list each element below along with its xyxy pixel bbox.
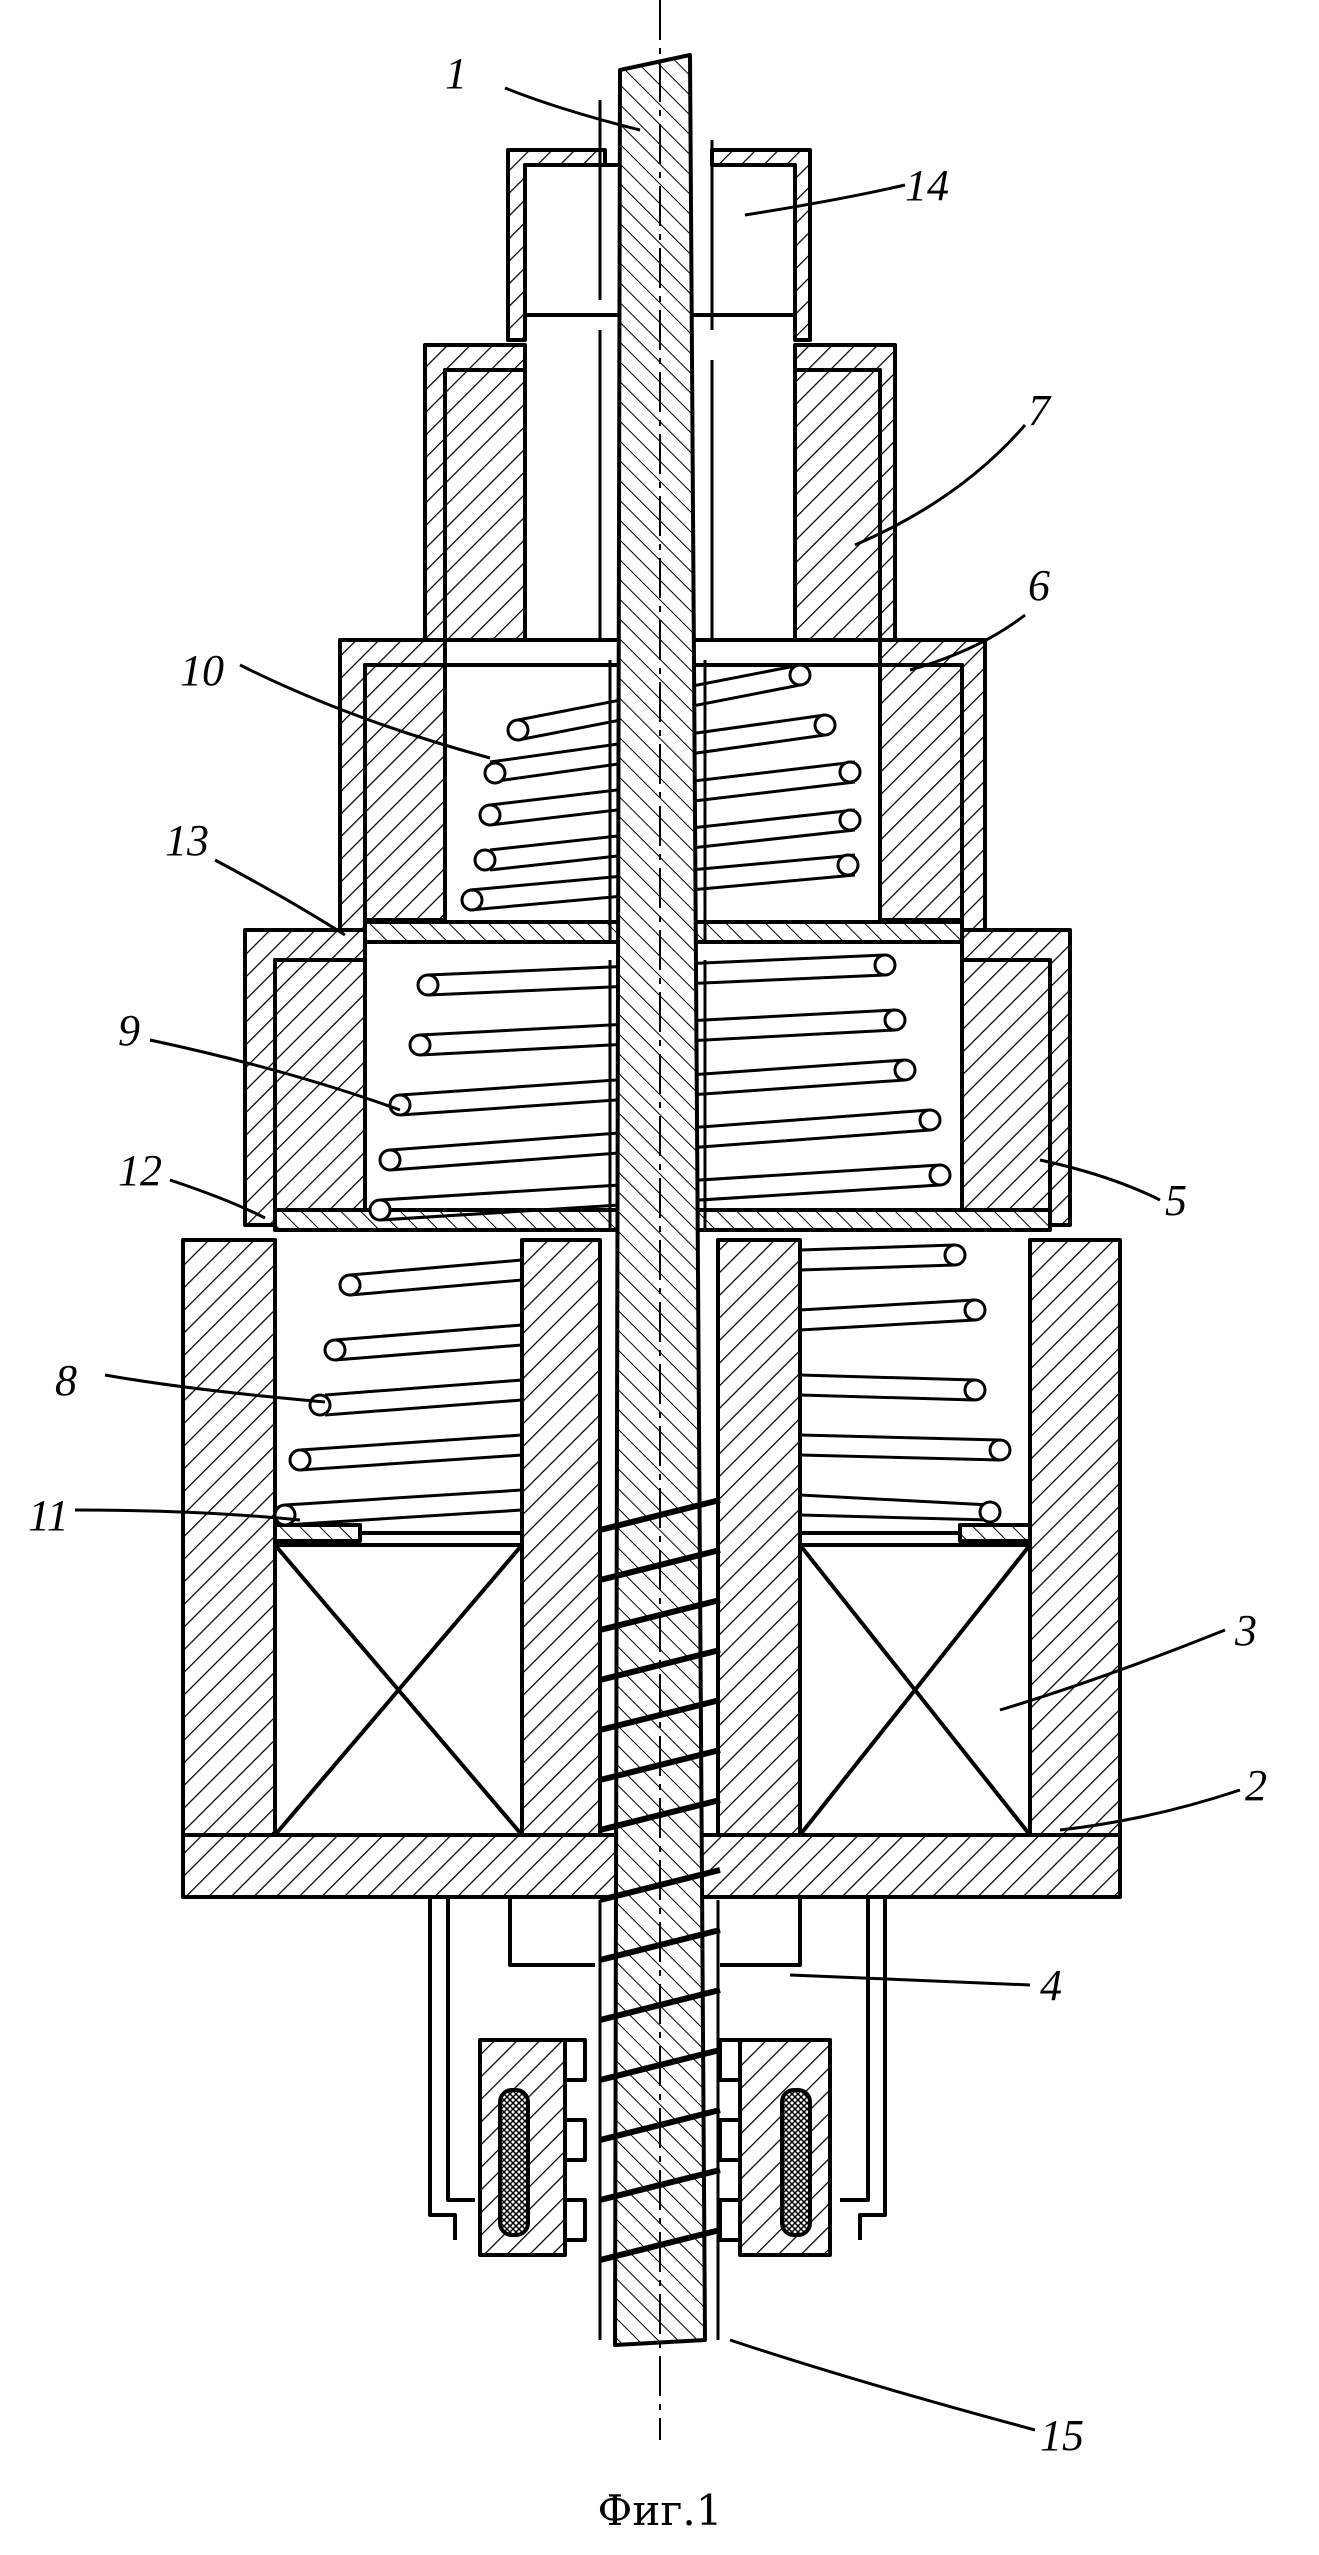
label-8: 8 bbox=[55, 1356, 77, 1405]
label-14: 14 bbox=[905, 161, 949, 210]
label-3: 3 bbox=[1234, 1606, 1257, 1655]
label-13: 13 bbox=[165, 816, 209, 865]
label-1: 1 bbox=[445, 49, 467, 98]
label-11: 11 bbox=[28, 1491, 69, 1540]
label-7: 7 bbox=[1028, 386, 1052, 435]
label-6: 6 bbox=[1028, 561, 1050, 610]
figure-caption: Фиг.1 bbox=[598, 2486, 723, 2535]
label-15: 15 bbox=[1040, 2411, 1084, 2460]
label-5: 5 bbox=[1165, 1176, 1187, 1225]
label-2: 2 bbox=[1245, 1761, 1267, 1810]
label-12: 12 bbox=[118, 1146, 162, 1195]
label-4: 4 bbox=[1040, 1961, 1062, 2010]
label-10: 10 bbox=[180, 646, 224, 695]
label-9: 9 bbox=[118, 1006, 140, 1055]
